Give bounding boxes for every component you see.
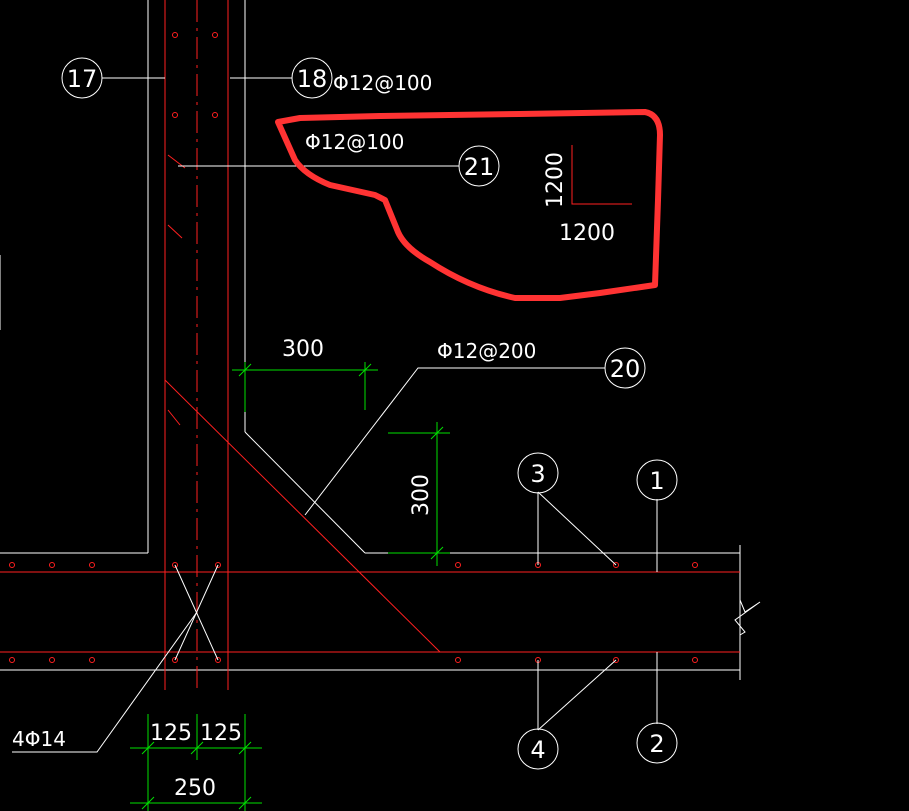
callout-21: 21	[464, 153, 495, 181]
callout-3: 3	[530, 460, 545, 488]
rebar-label-20: Φ12@200	[437, 339, 536, 363]
dimension-lines	[130, 362, 450, 811]
rebar-label-21: Φ12@100	[305, 130, 404, 154]
callout-4: 4	[530, 736, 545, 764]
dim-total-width: 250	[174, 776, 216, 801]
dim-half-left: 125	[150, 721, 192, 746]
callout-1: 1	[649, 467, 664, 495]
callout-17: 17	[67, 65, 98, 93]
callout-20: 20	[610, 355, 641, 383]
rebar-dots	[9, 32, 698, 663]
highlight-outline	[275, 109, 663, 301]
haunch-legend-horizontal: 1200	[559, 221, 615, 246]
dim-haunch-horizontal: 300	[282, 337, 324, 362]
rebar-label-4phi14: 4Φ14	[12, 727, 66, 751]
haunch-legend-vertical: 1200	[543, 152, 568, 208]
haunch-legend: 1200 1200	[543, 145, 632, 246]
callout-circles	[61, 57, 678, 770]
dim-haunch-vertical: 300	[409, 474, 434, 516]
callout-2: 2	[649, 730, 664, 758]
rebar-label-18: Φ12@100	[333, 71, 432, 95]
leader-lines	[12, 77, 658, 753]
callout-18: 18	[297, 65, 328, 93]
dim-half-right: 125	[200, 721, 242, 746]
break-line-symbol	[734, 599, 761, 636]
